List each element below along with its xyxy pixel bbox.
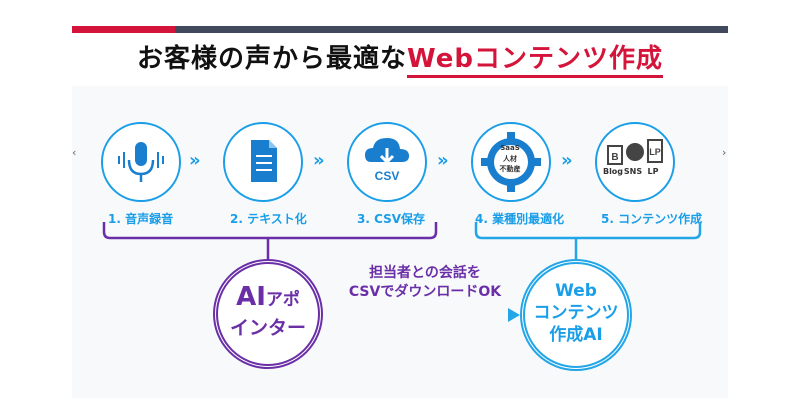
- web-content-ai-label: Web コンテンツ 作成AI: [520, 280, 632, 346]
- tag-sns: SNS: [623, 167, 643, 176]
- connector-line-2: CSVでダウンロードOK: [348, 284, 502, 300]
- web-content-ai-circle: [520, 259, 632, 371]
- page-title: お客様の声から最適なWebコンテンツ作成: [0, 38, 800, 78]
- svg-text:B: B: [611, 152, 618, 163]
- svg-text:LP: LP: [649, 147, 661, 157]
- title-highlight: Webコンテンツ作成: [407, 44, 663, 78]
- document-icon: [251, 140, 277, 182]
- ai-label-small: アポ: [265, 290, 300, 310]
- step-circle-5: B LP: [595, 122, 675, 202]
- ai-apointer-circle: [213, 259, 323, 369]
- connector-line-1: 担当者との会話を: [369, 265, 481, 281]
- step-label-3: 3. CSV保存: [357, 212, 426, 226]
- ai-apointer-label: AIアポ インター: [213, 283, 323, 342]
- carousel-prev-icon[interactable]: ‹: [72, 146, 77, 159]
- step-label-4: 4. 業種別最適化: [475, 212, 565, 226]
- step-circle-1: [101, 122, 181, 202]
- microphone-icon: [118, 142, 164, 182]
- gear-tag-saas: SaaS: [500, 144, 520, 152]
- flow-arrow-icon: »: [189, 150, 201, 171]
- header-accent-bar: [72, 26, 175, 33]
- web-label-line3: 作成AI: [549, 325, 603, 345]
- content-types-icon: B LP: [607, 139, 663, 165]
- title-prefix: お客様の声から最適な: [136, 44, 407, 74]
- step-circle-4: [471, 122, 551, 202]
- gear-tag-fudousan: 不動産: [499, 165, 521, 173]
- header-bar: [175, 26, 728, 33]
- flow-arrow-icon: »: [561, 150, 573, 171]
- flow-arrow-icon: »: [313, 150, 325, 171]
- web-label-line1: Web: [555, 281, 597, 301]
- step-circle-2: [223, 122, 303, 202]
- step-label-5: 5. コンテンツ作成: [601, 212, 703, 226]
- web-label-line2: コンテンツ: [533, 303, 619, 323]
- cloud-download-icon: CSV: [365, 138, 409, 183]
- ai-label-line2: インター: [229, 317, 306, 339]
- step-label-2: 2. テキスト化: [230, 212, 307, 226]
- gear-icon: [481, 132, 541, 192]
- ai-label-big: AI: [236, 282, 266, 312]
- csv-icon-label: CSV: [375, 169, 400, 183]
- step-circle-3: CSV: [347, 122, 427, 202]
- tag-blog: Blog: [602, 167, 624, 176]
- tag-lp: LP: [647, 167, 659, 176]
- carousel-next-icon[interactable]: ›: [722, 146, 727, 159]
- flow-arrow-icon: »: [437, 150, 449, 171]
- connector-caption: 担当者との会話を CSVでダウンロードOK: [325, 264, 525, 302]
- step-label-1: 1. 音声録音: [108, 212, 174, 226]
- gear-tag-jinzai: 人材: [503, 155, 517, 163]
